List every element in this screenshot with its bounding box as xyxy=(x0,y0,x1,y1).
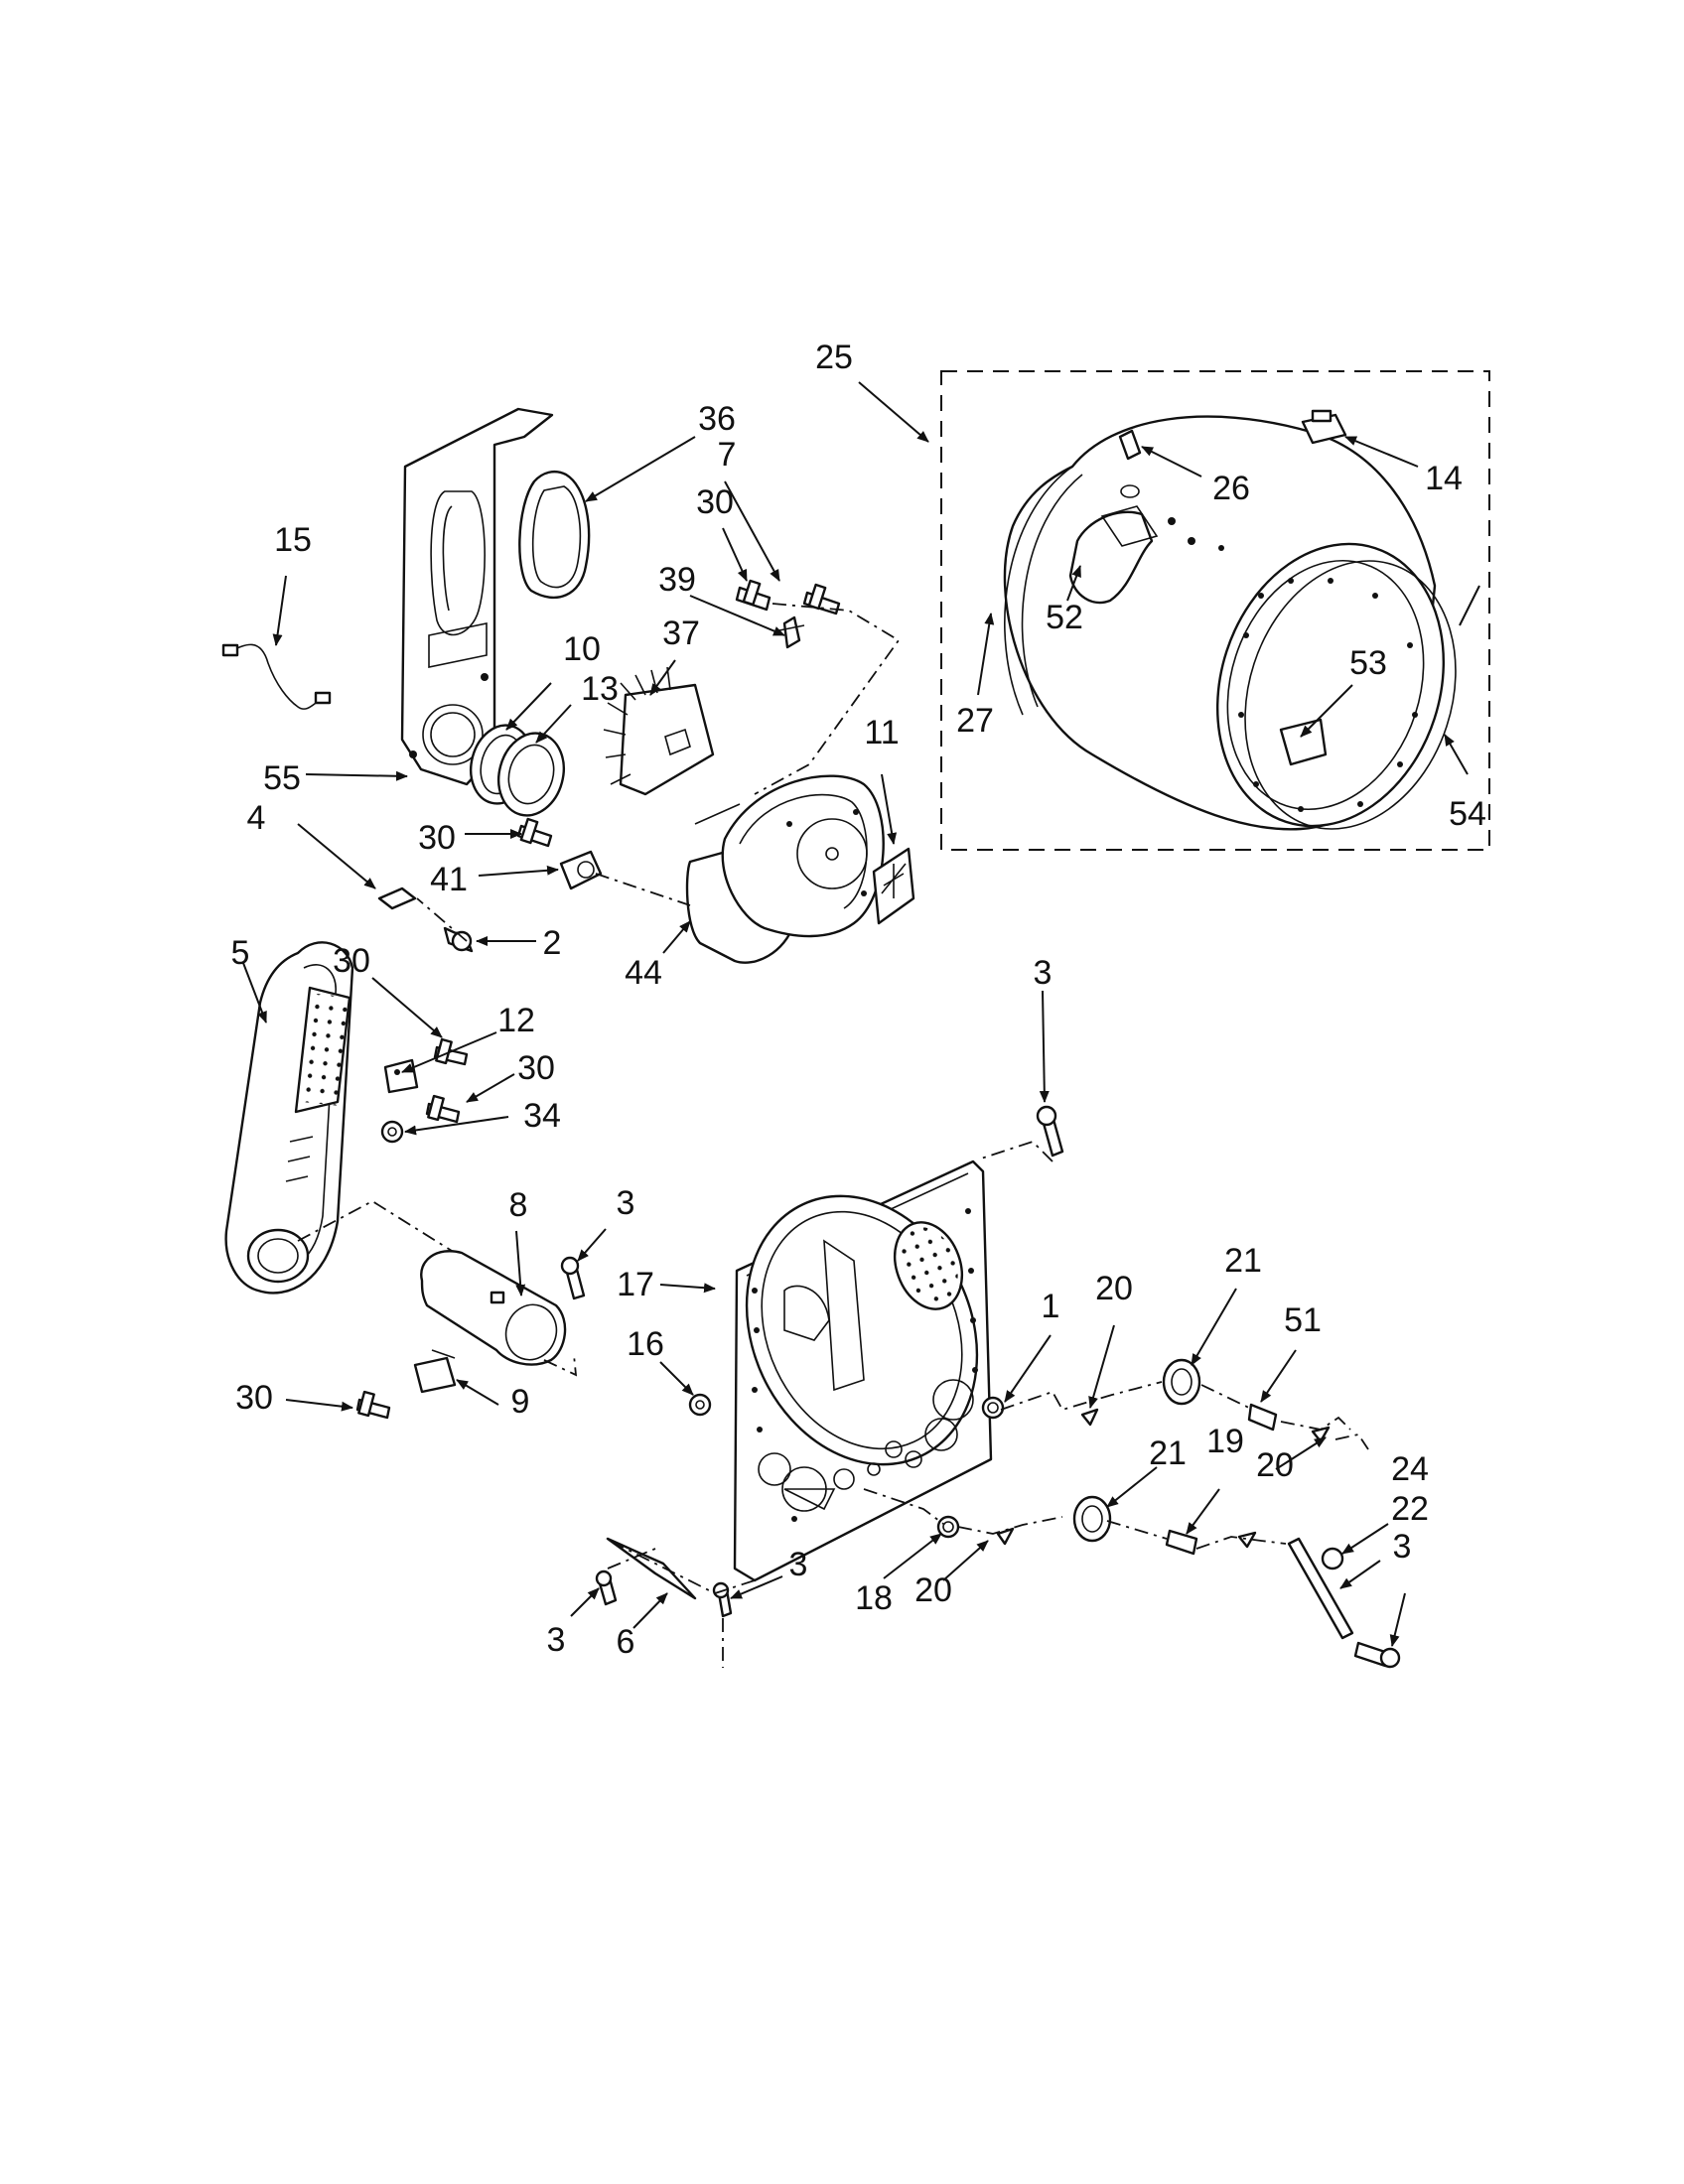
callout-14: 14 xyxy=(1425,460,1463,497)
callout-34: 34 xyxy=(523,1097,561,1135)
drum-roller-21a xyxy=(1162,1358,1201,1406)
callout-5: 5 xyxy=(231,934,250,972)
callout-3: 3 xyxy=(547,1621,566,1659)
callout-52: 52 xyxy=(1046,599,1083,636)
wire-harness-15 xyxy=(227,643,321,710)
roller-bracket-22 xyxy=(1287,1537,1354,1640)
bracket-12 xyxy=(383,1058,419,1094)
roller-shaft-51 xyxy=(1247,1403,1278,1432)
callout-26: 26 xyxy=(1212,470,1250,507)
callout-7: 7 xyxy=(718,436,737,474)
callout-30: 30 xyxy=(418,819,456,857)
roller-hardware xyxy=(595,1105,1401,1669)
callout-22: 22 xyxy=(1391,1490,1429,1528)
callout-55: 55 xyxy=(263,759,301,797)
blower-wheel-37 xyxy=(603,666,715,796)
callout-41: 41 xyxy=(430,861,468,898)
callout-16: 16 xyxy=(627,1325,664,1363)
heater-8 xyxy=(420,1250,567,1366)
blower-wheel-seals xyxy=(470,724,565,817)
bushing-34 xyxy=(380,1120,404,1144)
callout-3: 3 xyxy=(789,1546,808,1583)
callout-30: 30 xyxy=(235,1379,273,1417)
thermostat-9 xyxy=(413,1356,457,1394)
callout-44: 44 xyxy=(625,954,662,992)
callout-20: 20 xyxy=(1095,1270,1133,1307)
drum-assembly-25 xyxy=(940,370,1490,851)
callout-21: 21 xyxy=(1224,1242,1262,1280)
duct-assembly-5 xyxy=(224,941,354,1295)
washer-24 xyxy=(1321,1547,1344,1570)
callout-27: 27 xyxy=(956,702,994,740)
callout-13: 13 xyxy=(581,670,619,708)
callout-labels: 25 36 7 30 39 15 37 10 13 11 55 4 30 41 … xyxy=(231,339,1486,1661)
callout-15: 15 xyxy=(274,521,312,559)
washer-1 xyxy=(981,1396,1005,1420)
blower-housing-44 xyxy=(685,774,885,964)
callout-18: 18 xyxy=(855,1579,893,1617)
callout-20: 20 xyxy=(1256,1446,1294,1484)
callout-19: 19 xyxy=(1206,1423,1244,1460)
nut-16 xyxy=(688,1393,712,1417)
callout-30: 30 xyxy=(517,1049,555,1087)
callout-3: 3 xyxy=(1393,1528,1412,1566)
callout-51: 51 xyxy=(1284,1301,1322,1339)
callout-8: 8 xyxy=(509,1186,528,1224)
callout-2: 2 xyxy=(543,924,562,962)
callout-30: 30 xyxy=(696,483,734,521)
callout-54: 54 xyxy=(1449,795,1486,833)
bulkhead-seal-36 xyxy=(518,471,591,600)
leader-arrows xyxy=(242,381,1480,1647)
callout-20: 20 xyxy=(914,1571,952,1609)
callout-21: 21 xyxy=(1149,1434,1187,1472)
drum-baffle-53 xyxy=(1279,718,1328,766)
callout-17: 17 xyxy=(617,1266,654,1303)
callout-6: 6 xyxy=(617,1623,635,1661)
callout-10: 10 xyxy=(563,630,601,668)
callout-37: 37 xyxy=(662,614,700,652)
callout-12: 12 xyxy=(497,1002,535,1039)
callout-39: 39 xyxy=(658,561,696,599)
clip-4 xyxy=(377,887,417,910)
callout-30: 30 xyxy=(333,942,370,980)
callout-3: 3 xyxy=(617,1184,635,1222)
front-bulkhead-17 xyxy=(733,1160,993,1582)
thermal-label-11 xyxy=(872,847,915,925)
reference-lines-top xyxy=(416,603,901,942)
callout-9: 9 xyxy=(511,1383,530,1421)
callout-53: 53 xyxy=(1349,644,1387,682)
hinge-6 xyxy=(606,1537,697,1600)
thermistor-39 xyxy=(782,615,801,649)
rear-bulkhead-assembly xyxy=(400,407,591,786)
thermostat-41 xyxy=(559,850,603,890)
callout-25: 25 xyxy=(815,339,853,376)
drum-roller-21b xyxy=(1072,1495,1112,1543)
callout-24: 24 xyxy=(1391,1450,1429,1488)
callout-36: 36 xyxy=(698,400,736,438)
callout-3: 3 xyxy=(1034,954,1052,992)
roller-shaft-19 xyxy=(1165,1529,1198,1556)
callout-4: 4 xyxy=(247,799,266,837)
callout-11: 11 xyxy=(864,714,899,751)
small-hardware-top xyxy=(221,579,841,953)
callout-1: 1 xyxy=(1042,1288,1060,1325)
